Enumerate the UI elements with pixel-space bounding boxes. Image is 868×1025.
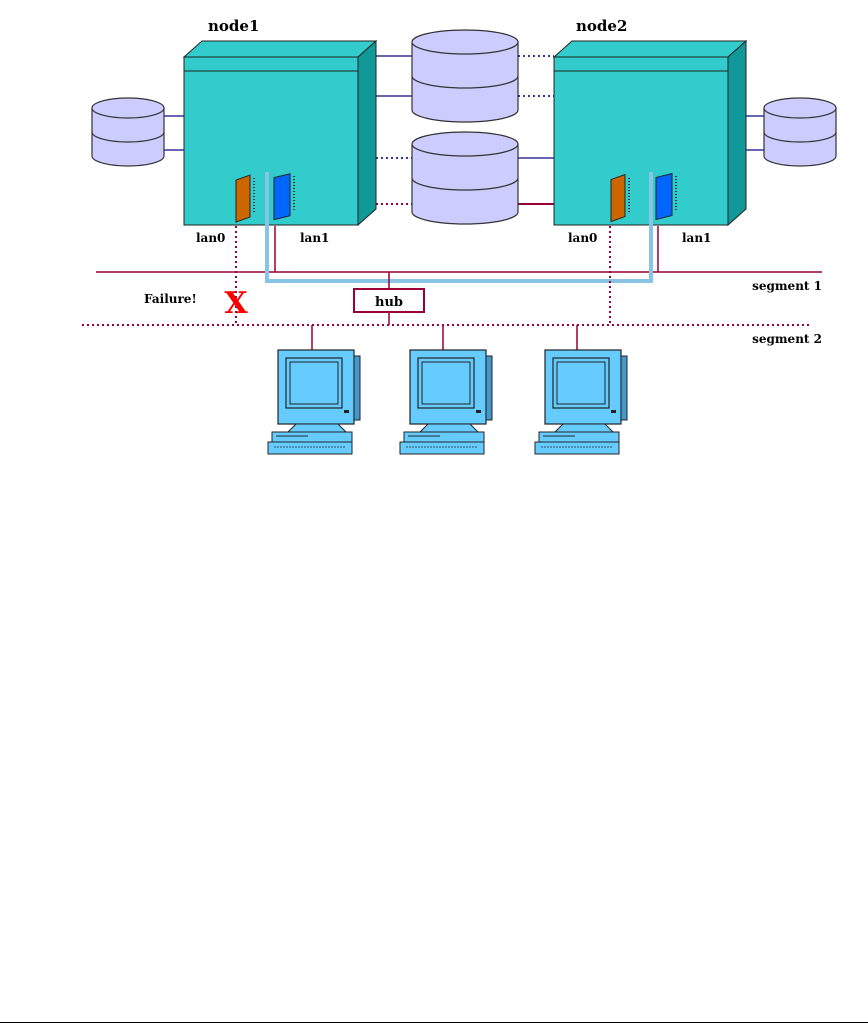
page-bottom-rule [0, 1022, 868, 1023]
node1-lan1-card [273, 173, 291, 221]
node1-lan0-label: lan0 [196, 231, 225, 245]
shared-disk-top [411, 29, 519, 123]
node2-lan0-label: lan0 [568, 231, 597, 245]
shared-disk-bottom [411, 131, 519, 225]
lan1-heartbeat-link [265, 172, 653, 283]
node1-local-disk [91, 97, 165, 167]
node1-lan1-label: lan1 [300, 231, 329, 245]
client-computer [399, 349, 493, 455]
hub-box [353, 288, 425, 313]
failure-label: Failure! [144, 292, 197, 306]
node1-label: node1 [208, 17, 259, 35]
segment-1-label: segment 1 [752, 279, 822, 293]
node1-lan0-card [235, 174, 251, 223]
node2-lan1-card [655, 172, 673, 221]
disk-links [164, 55, 764, 205]
client-computer [534, 349, 628, 455]
node2-lan1-label: lan1 [682, 231, 711, 245]
failure-x-icon: X [224, 286, 248, 321]
node2-server [553, 40, 747, 226]
node2-label: node2 [576, 17, 627, 35]
hub-label: hub [375, 295, 403, 310]
node2-lan0-card [610, 173, 626, 223]
node1-server [183, 40, 377, 226]
node2-local-disk [763, 97, 837, 167]
client-computer [267, 349, 361, 455]
segment-2-label: segment 2 [752, 332, 822, 346]
